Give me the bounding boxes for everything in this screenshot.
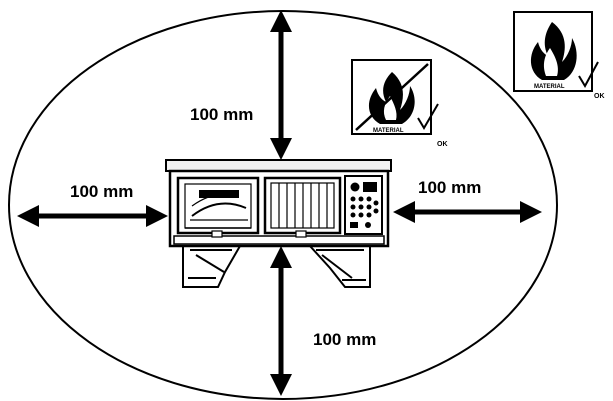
- flammable-material-prohibited-badge: MATERIAL OK: [351, 59, 448, 148]
- large-badge-check-icon: [578, 61, 599, 89]
- unit-support-right: [307, 245, 371, 288]
- small-badge-material-label: MATERIAL: [373, 128, 404, 134]
- flame-crossed-icon: [355, 63, 429, 131]
- unit-top-lid: [165, 159, 392, 172]
- small-badge-ok-label: OK: [437, 141, 448, 148]
- unit-base-rail: [173, 235, 385, 245]
- small-badge-check-icon: [417, 103, 439, 130]
- clearance-label-left: 100 mm: [70, 182, 133, 201]
- large-badge-material-label: MATERIAL: [534, 84, 565, 90]
- flame-icon: [530, 22, 577, 80]
- ventilation-unit: [165, 159, 392, 288]
- arrow-right: [393, 201, 542, 223]
- main-switch-icon: [350, 182, 360, 192]
- fan-compartment: [176, 176, 260, 235]
- clearance-label-top: 100 mm: [190, 105, 253, 124]
- clearance-label-right: 100 mm: [418, 178, 481, 197]
- filter-compartment: [211, 176, 342, 238]
- flammable-material-badge: MATERIAL OK: [513, 11, 605, 100]
- arrow-top: [270, 10, 292, 160]
- arrow-left: [17, 205, 168, 227]
- large-badge-ok-label: OK: [594, 93, 605, 100]
- arrow-bottom: [270, 246, 292, 396]
- unit-support-left: [182, 245, 242, 288]
- clearance-label-bottom: 100 mm: [313, 330, 376, 349]
- clearance-boundary: [8, 10, 558, 400]
- control-panel: [344, 175, 383, 235]
